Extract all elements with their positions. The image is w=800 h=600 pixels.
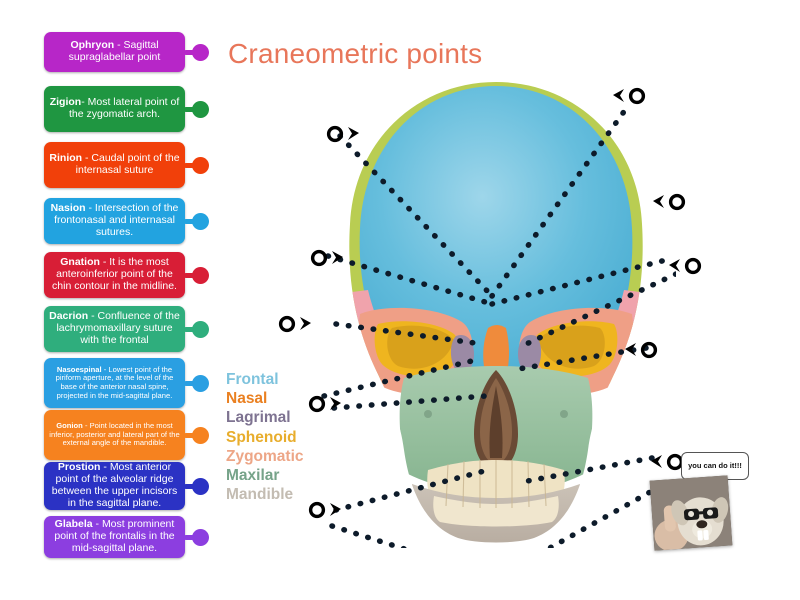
- label-card-text: Gonion - Point located in the most infer…: [49, 421, 180, 448]
- label-card-zigion[interactable]: Zigion- Most lateral point of the zygoma…: [44, 86, 185, 132]
- label-card-text: Prostion - Most anterior point of the al…: [49, 462, 180, 509]
- speech-bubble: you can do it!!!: [681, 452, 749, 480]
- marker-zigion-top-right[interactable]: [606, 86, 646, 110]
- skull-graphic: [321, 82, 676, 548]
- label-card-ophryon[interactable]: Ophryon - Sagittal supraglabellar point: [44, 32, 185, 72]
- page-title: Craneometric points: [228, 38, 483, 69]
- label-definition: - Point located in the most inferior, po…: [49, 421, 180, 448]
- label-connector-dot-ophryon[interactable]: [192, 43, 209, 61]
- marker-nasoespinal-right[interactable]: [618, 340, 658, 364]
- legend-item-maxilar: Maxilar: [226, 467, 280, 485]
- marker-gnation-right[interactable]: [662, 256, 702, 280]
- marker-prostion-right[interactable]: [644, 452, 684, 476]
- label-definition: - Most prominent point of the frontalis …: [54, 518, 175, 554]
- marker-gonion-left[interactable]: [308, 394, 348, 418]
- label-term: Ophryon: [70, 39, 115, 52]
- label-connector-dot-nasion[interactable]: [192, 212, 209, 230]
- label-definition: - Confluence of the lachrymomaxillary su…: [56, 310, 180, 346]
- marker-rinion-right[interactable]: [646, 192, 686, 216]
- dog-photo: [649, 475, 733, 551]
- label-card-text: Gnation - It is the most anteroinferior …: [49, 256, 180, 293]
- marker-ophryon-top-left[interactable]: [326, 124, 366, 148]
- label-definition: - Lowest point of the piriform aperture,…: [55, 364, 174, 400]
- label-term: Gonion: [56, 421, 83, 431]
- label-definition: - Most anterior point of the alveolar ri…: [51, 462, 178, 509]
- label-term: Prostion: [57, 462, 101, 474]
- label-card-text: Glabela - Most prominent point of the fr…: [49, 518, 180, 555]
- label-definition: - It is the most anteroinferior point of…: [52, 256, 177, 292]
- label-term: Zigion: [49, 96, 82, 109]
- label-term: Glabela: [54, 518, 93, 531]
- label-connector-dot-prostion[interactable]: [192, 477, 209, 495]
- marker-glabela-left[interactable]: [308, 500, 348, 524]
- label-card-glabela[interactable]: Glabela - Most prominent point of the fr…: [44, 516, 185, 558]
- label-definition: - Caudal point of the internasal suture: [75, 152, 180, 176]
- skull-illustration: [316, 78, 676, 548]
- label-card-text: Ophryon - Sagittal supraglabellar point: [49, 39, 180, 64]
- label-connector-dot-glabela[interactable]: [192, 528, 209, 546]
- label-term: Dacrion: [49, 310, 89, 323]
- label-connector-dot-rinion[interactable]: [192, 156, 209, 174]
- legend-item-nasal: Nasal: [226, 390, 268, 408]
- label-term: Nasion: [50, 202, 86, 215]
- label-definition: - Intersection of the frontonasal and in…: [54, 202, 179, 238]
- legend-item-sphenoid: Sphenoid: [226, 428, 297, 446]
- label-connector-dot-nasoespinal[interactable]: [192, 374, 209, 392]
- label-card-rinion[interactable]: Rinion - Caudal point of the internasal …: [44, 142, 185, 188]
- label-card-nasion[interactable]: Nasion - Intersection of the frontonasal…: [44, 198, 185, 244]
- legend-item-zygomatic: Zygomatic: [226, 447, 304, 465]
- label-card-text: Nasion - Intersection of the frontonasal…: [49, 202, 180, 239]
- label-card-dacrion[interactable]: Dacrion - Confluence of the lachrymomaxi…: [44, 306, 185, 352]
- label-connector-dot-gonion[interactable]: [192, 426, 209, 444]
- label-connector-dot-dacrion[interactable]: [192, 320, 209, 338]
- label-card-text: Zigion- Most lateral point of the zygoma…: [49, 96, 180, 121]
- legend-item-lagrimal: Lagrimal: [226, 409, 291, 427]
- label-term: Gnation: [60, 256, 100, 269]
- label-card-nasoespinal[interactable]: Nasoespinal - Lowest point of the pirifo…: [44, 358, 185, 408]
- speech-bubble-text: you can do it!!!: [688, 460, 742, 470]
- label-connector-dot-gnation[interactable]: [192, 266, 209, 284]
- label-definition: - Most lateral point of the zygomatic ar…: [68, 96, 180, 120]
- label-card-text: Rinion - Caudal point of the internasal …: [49, 152, 180, 177]
- label-term: Rinion: [49, 152, 83, 165]
- marker-dacrion-left[interactable]: [278, 314, 318, 338]
- label-card-text: Dacrion - Confluence of the lachrymomaxi…: [49, 310, 180, 347]
- marker-nasion-left[interactable]: [310, 248, 350, 272]
- label-card-text: Nasoespinal - Lowest point of the pirifo…: [49, 364, 180, 400]
- legend-item-frontal: Frontal: [226, 371, 279, 388]
- label-term: Nasoespinal: [56, 364, 102, 374]
- label-card-prostion[interactable]: Prostion - Most anterior point of the al…: [44, 462, 185, 510]
- label-card-gonion[interactable]: Gonion - Point located in the most infer…: [44, 410, 185, 460]
- label-card-gnation[interactable]: Gnation - It is the most anteroinferior …: [44, 252, 185, 298]
- label-connector-dot-zigion[interactable]: [192, 100, 209, 118]
- legend-item-mandible: Mandible: [226, 486, 294, 504]
- label-definition: - Sagittal supraglabellar point: [68, 39, 161, 63]
